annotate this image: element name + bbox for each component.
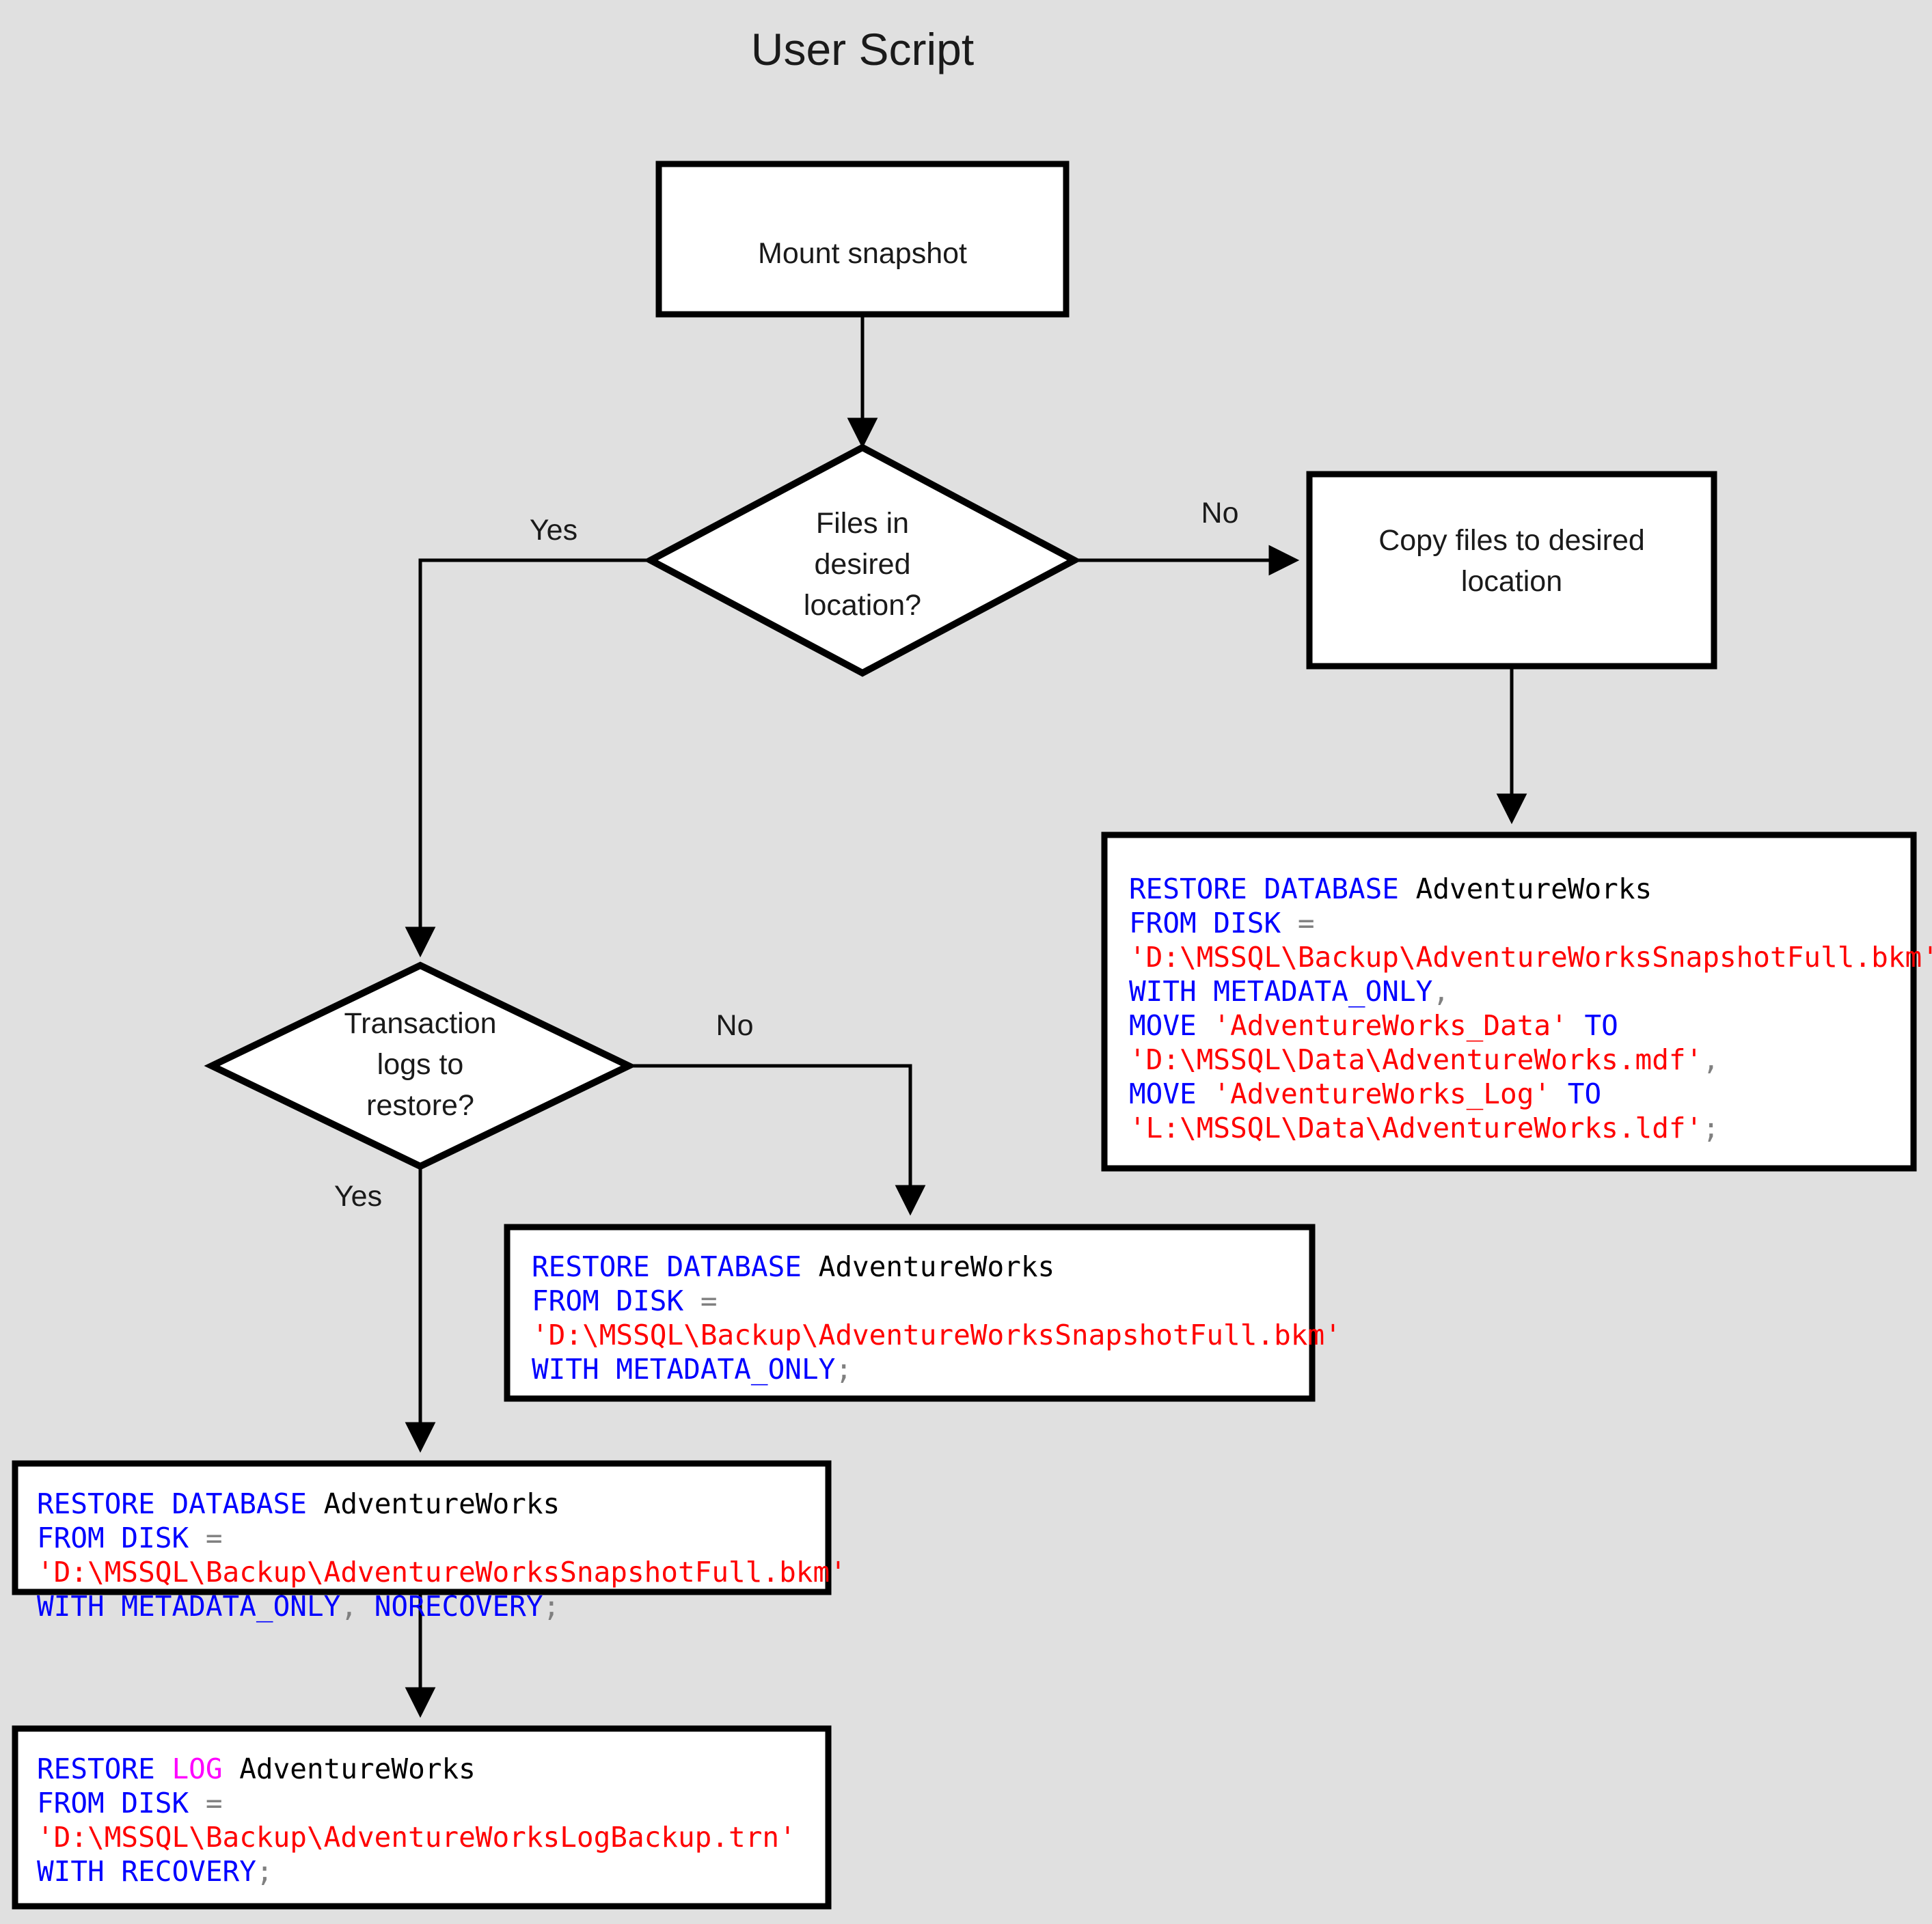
code-line: FROM DISK = [37, 1787, 223, 1819]
node-logs-label-line-1: Transaction [344, 1007, 496, 1040]
edge-label-logs-yes: Yes [334, 1180, 382, 1213]
node-files-label-line-3: location? [804, 589, 921, 622]
node-files-in-desired-location[interactable]: Files in desired location? [643, 443, 1082, 677]
edge-logs-no-to-restore-metadata [629, 1064, 926, 1216]
code-line: RESTORE DATABASE AdventureWorks [532, 1250, 1055, 1283]
edge-label-files-no: No [1201, 497, 1239, 530]
code-line: WITH METADATA_ONLY, [1129, 975, 1450, 1008]
edge-label-files-yes: Yes [530, 514, 577, 547]
code-line: MOVE 'AdventureWorks_Log' TO [1129, 1077, 1601, 1110]
code-line: RESTORE DATABASE AdventureWorks [37, 1487, 560, 1520]
code-line: FROM DISK = [1129, 907, 1315, 939]
code-line: FROM DISK = [37, 1522, 223, 1554]
edge-files-yes-to-logs [405, 558, 651, 958]
page-title: User Script [751, 24, 974, 74]
code-line: 'L:\MSSQL\Data\AdventureWorks.ldf'; [1129, 1112, 1719, 1144]
code-line: RESTORE DATABASE AdventureWorks [1129, 872, 1652, 905]
node-logs-label-line-3: restore? [366, 1089, 474, 1122]
node-mount-snapshot[interactable]: Mount snapshot [655, 161, 1070, 318]
code-line: WITH METADATA_ONLY, NORECOVERY; [37, 1590, 560, 1623]
node-copy-files-label-line-2: location [1461, 565, 1562, 598]
code-line: WITH RECOVERY; [37, 1855, 273, 1888]
code-line: 'D:\MSSQL\Backup\AdventureWorksSnapshotF… [532, 1319, 1342, 1351]
edge-label-logs-no: No [716, 1009, 754, 1042]
node-logs-label-line-2: logs to [377, 1048, 464, 1081]
code-line: MOVE 'AdventureWorks_Data' TO [1129, 1009, 1618, 1042]
code-line: RESTORE LOG AdventureWorks [37, 1753, 476, 1785]
node-copy-files-label-line-1: Copy files to desired [1378, 524, 1645, 557]
code-line: WITH METADATA_ONLY; [532, 1353, 852, 1386]
code-line: 'D:\MSSQL\Backup\AdventureWorksLogBackup… [37, 1821, 796, 1854]
node-copy-files-to-desired-location[interactable]: Copy files to desired location [1306, 471, 1717, 670]
node-files-label-line-1: Files in [816, 507, 909, 540]
node-files-label-line-2: desired [814, 548, 910, 581]
code-line: 'D:\MSSQL\Backup\AdventureWorksSnapshotF… [37, 1556, 847, 1589]
node-mount-snapshot-label: Mount snapshot [758, 237, 967, 270]
code-line: FROM DISK = [532, 1284, 718, 1317]
code-line: 'D:\MSSQL\Data\AdventureWorks.mdf', [1129, 1043, 1719, 1076]
code-line: 'D:\MSSQL\Backup\AdventureWorksSnapshotF… [1129, 941, 1932, 974]
node-transaction-logs-to-restore[interactable]: Transaction logs to restore? [204, 961, 637, 1170]
